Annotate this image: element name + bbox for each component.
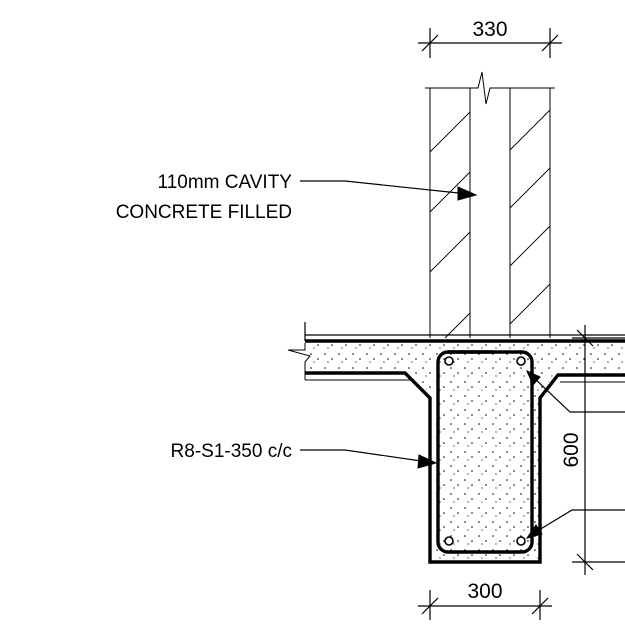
beam-depth-label: 600 <box>560 432 583 467</box>
wall-width-label: 330 <box>472 18 507 41</box>
cavity-note-line2: CONCRETE FILLED <box>116 202 292 223</box>
slab-top <box>304 322 625 343</box>
wall-break-line <box>425 71 555 105</box>
rebars <box>444 356 526 546</box>
beam-width-label: 300 <box>467 580 502 603</box>
cavity-wall <box>425 71 555 339</box>
stirrup-leader <box>300 449 438 469</box>
rebar-bottom-right <box>516 536 526 546</box>
slab-and-beam-concrete <box>305 341 625 560</box>
top-dimension-tick-right <box>541 34 559 52</box>
slab-break-line <box>287 343 311 380</box>
beam-outline <box>305 371 625 564</box>
rebar-top-left <box>444 356 454 366</box>
stirrup-note: R8-S1-350 c/c <box>171 441 292 462</box>
left-leaf-hatch <box>429 111 471 339</box>
cavity-leader <box>300 180 478 201</box>
right-leaf-hatch <box>509 109 551 325</box>
depth-dimension <box>572 325 625 575</box>
rebar-bottom-left <box>444 536 454 546</box>
bottom-dimension <box>418 590 552 620</box>
cavity-note-line1: 110mm CAVITY <box>158 172 293 193</box>
top-dimension-tick-left <box>421 34 439 52</box>
rebar-leaders-right <box>525 370 625 539</box>
rebar-top-right <box>516 356 526 366</box>
top-dimension <box>418 28 562 58</box>
